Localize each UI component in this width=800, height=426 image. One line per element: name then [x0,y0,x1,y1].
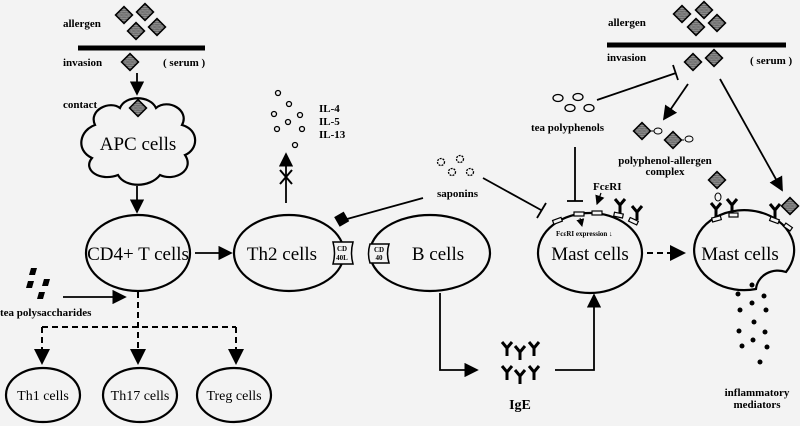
allergen-icon [120,52,140,72]
treg-cell [195,366,273,424]
tea-polysaccharides-icon [26,268,50,299]
svg-text:CD: CD [337,245,347,253]
cytokine-dots [270,89,306,149]
arrow [595,192,605,206]
cd4-t-cells-label: CD4+ T cells [87,244,189,265]
block-x-icon [279,169,293,185]
saponin-inhibit-line [346,197,424,220]
allergen-icon [780,196,800,216]
inhibit-bar [672,64,679,81]
complex-label-2: complex [645,166,685,178]
allergen-icon [114,2,167,41]
il5-label: IL-5 [319,116,340,128]
inflammatory-mediator-dots [735,282,770,365]
th2-cells-label: Th2 cells [247,244,317,265]
allergen-label: allergen [608,17,646,29]
saponin-inhibit-line [482,177,542,211]
invasion-label: invasion [607,52,646,64]
mediators-label-2: mediators [733,399,781,411]
polyphenol-allergen-complex-icon [632,121,694,150]
complex-label-1: polyphenol-allergen [618,155,712,167]
mast-cells-label: Mast cells [701,244,779,265]
fceri-receptors [551,210,640,226]
saponins-icon [436,154,475,177]
ige-antibody-icon [613,197,627,215]
apc-cells-label: APC cells [100,134,177,155]
saponins-label: saponins [437,188,479,200]
svg-text:40: 40 [376,254,384,262]
polyphenol-icon [714,192,722,202]
fceri-expression-label: FcεRI expression ↓ [556,230,613,238]
th17-cell [101,366,179,424]
right-barrier: allergen invasion ( serum ) [607,0,792,72]
ige-to-mast-arrow [555,293,602,371]
inhibit-bar [536,202,547,219]
mast-cells-label: Mast cells [551,244,629,265]
polyphenol-inhibit-line [596,72,677,101]
allergen-icon [683,52,703,72]
b-cells-label: B cells [412,244,464,265]
il4-label: IL-4 [319,103,340,115]
il13-label: IL-13 [319,129,346,141]
tea-polyphenols-icon [552,92,595,113]
arrow [719,78,783,192]
allergen-icon [707,170,727,190]
mediators-label-1: inflammatory [725,387,790,399]
mast-cell [536,211,644,295]
svg-text:CD: CD [374,246,384,254]
allergen-label: allergen [63,18,101,30]
saponin-block-icon [334,211,350,227]
treg-cells-label: Treg cells [206,389,261,404]
invasion-label: invasion [63,57,102,69]
arrow [662,83,689,121]
ige-antibody-icon [630,204,644,222]
ige-antibodies-icon [500,340,541,386]
left-barrier: allergen invasion ( serum ) contact [63,2,205,111]
th17-cells-label: Th17 cells [111,389,170,404]
allergen-icon [672,0,727,37]
cd40l-marker: CD 40L [332,241,354,265]
cd40-marker: CD 40 [367,243,391,264]
b-to-ige-arrow [439,293,479,378]
allergen-icon [704,48,724,68]
ige-label: IgE [509,398,531,413]
contact-label: contact [63,99,98,111]
differentiation-branches [34,292,244,365]
svg-text:40L: 40L [336,254,348,262]
tea-polyphenols-label: tea polyphenols [531,122,605,134]
degranulating-mast-cell [693,209,796,292]
fceri-label: FcεRI [593,181,622,193]
th1-cell [4,366,82,424]
tea-polysaccharides-label: tea polysaccharides [0,307,92,319]
th1-cells-label: Th1 cells [17,389,69,404]
serum-label: ( serum ) [750,55,792,67]
cd4-t-cell [84,213,192,293]
arrow [576,217,585,227]
apc-cell: APC cells [80,97,197,186]
serum-label: ( serum ) [163,57,205,69]
